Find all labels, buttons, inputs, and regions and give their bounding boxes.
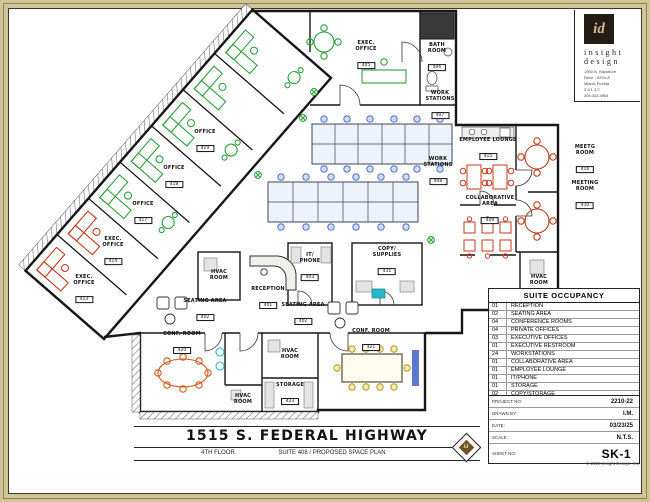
scale-row: SCALE:N.T.S.	[489, 432, 639, 444]
room-label-hvac-center: HVAC ROOM	[209, 269, 229, 281]
private-office-desks	[99, 29, 304, 234]
interior-walls	[140, 11, 558, 412]
workstation-cluster-1	[311, 115, 453, 173]
copier-blue	[371, 288, 386, 299]
meeting-room-tables	[517, 137, 557, 241]
room-label-hvac-right: HVAC ROOM	[529, 274, 549, 286]
date-row: DATE:03/23/25	[489, 420, 639, 432]
plant-icons	[254, 88, 435, 244]
firm-logo-block: id insight design 1900 N. Bayshore Drive…	[574, 10, 640, 102]
sheet-number-row: SHEET NO:SK-1	[492, 446, 631, 461]
project-info-block: PROJECT NO:2210-22 DRAWN BY:I.M. DATE:03…	[488, 395, 640, 464]
sheet-title: 1515 S. FEDERAL HIGHWAY	[185, 428, 429, 444]
title-rule-middle	[134, 447, 480, 448]
copyright-note: © 2023 Insight Design, Inc.	[585, 461, 640, 466]
door-swings	[204, 41, 533, 352]
seating-area-left	[156, 296, 188, 325]
conference-room-421-furniture	[333, 345, 419, 391]
reception-desk	[249, 255, 297, 291]
project-number-row: PROJECT NO:2210-22	[489, 396, 639, 408]
exec-office-405-furniture	[306, 24, 407, 84]
stamp-mark: id	[463, 444, 469, 450]
firm-address: 1900 N. Bayshore Drive - #204-A Miami, F…	[584, 69, 617, 99]
shaft	[419, 12, 455, 40]
room-label-hvac-bottom: HVAC ROOM	[280, 348, 300, 360]
title-rule-top	[134, 426, 480, 427]
workstation-cluster-2	[267, 173, 419, 231]
sheet-number: SK-1	[601, 446, 631, 461]
seating-area-right	[327, 301, 359, 329]
bathroom-fixtures	[425, 47, 453, 92]
firm-name: insight design	[584, 48, 624, 67]
title-rule-bottom	[134, 460, 480, 461]
room-label-hvac-small: HVAC ROOM	[233, 393, 253, 405]
exec-office-desks	[36, 210, 101, 292]
floor-label: 4TH FLOOR	[201, 450, 235, 456]
equipment	[203, 246, 545, 409]
firm-logo-mark: id	[584, 14, 614, 44]
wing-offices	[18, 3, 333, 341]
collaborative-area-furniture	[463, 216, 512, 259]
occupancy-title: SUITE OCCUPANCY	[489, 289, 639, 303]
title-stamp: id	[451, 432, 482, 463]
drawn-by-row: DRAWN BY:I.M.	[489, 408, 639, 420]
exterior-hatch-bands	[131, 334, 319, 420]
employee-lounge-furniture	[459, 126, 515, 190]
plan-label: SUITE 408 / PROPOSED SPACE PLAN	[278, 450, 386, 456]
